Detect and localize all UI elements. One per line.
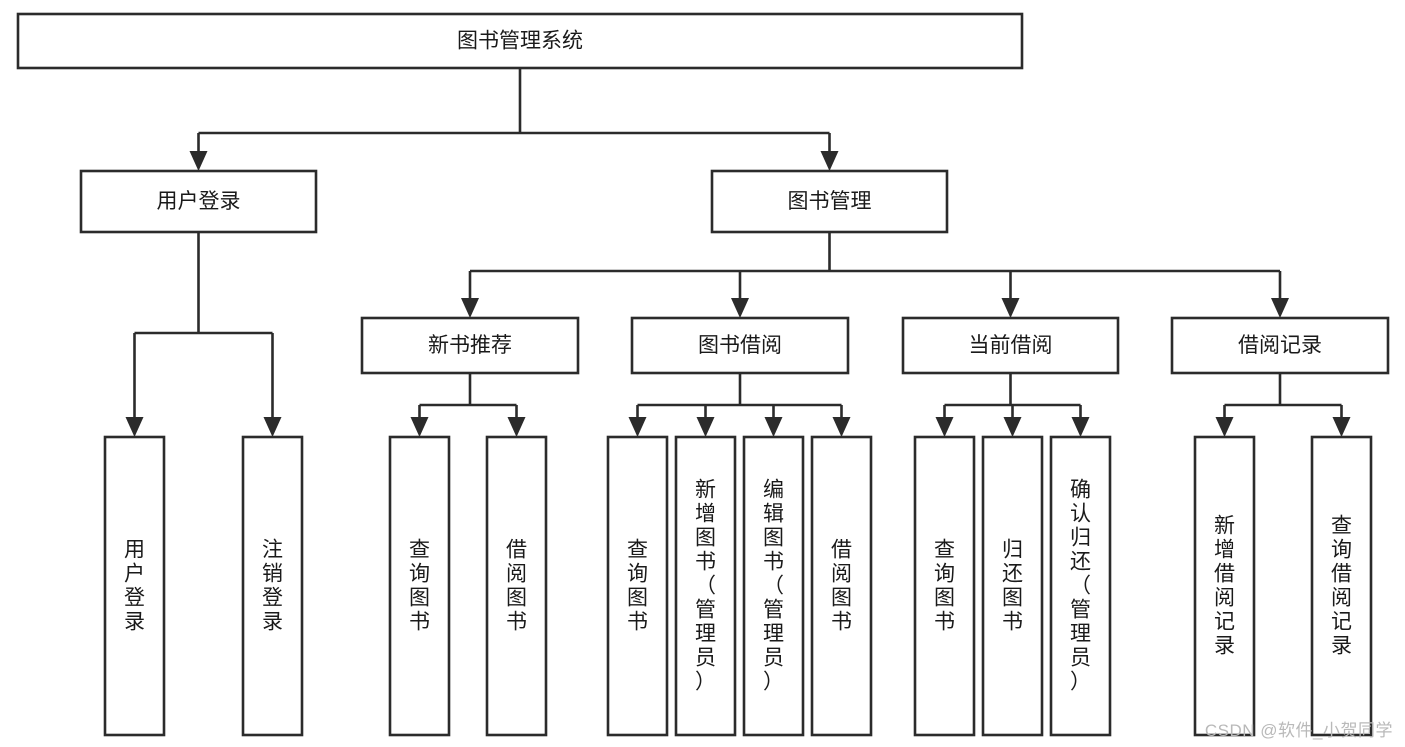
- node-leaf-1[interactable]: 注销登录: [241, 435, 304, 737]
- node-label: 借阅图书: [831, 539, 852, 634]
- node-leaf-9[interactable]: 归还图书: [981, 435, 1044, 737]
- arrow-head-icon: [461, 298, 479, 318]
- node-level2-1[interactable]: 图书管理: [710, 169, 949, 234]
- node-box: [241, 435, 304, 737]
- node-label: 查询图书: [409, 539, 430, 634]
- node-box: [16, 12, 1024, 70]
- node-leaf-4[interactable]: 查询图书: [606, 435, 669, 737]
- node-leaf-0[interactable]: 用户登录: [103, 435, 166, 737]
- node-label: 图书管理系统: [457, 30, 583, 53]
- node-box: [901, 316, 1120, 375]
- node-level3-1[interactable]: 图书借阅: [630, 316, 850, 375]
- node-label: 用户登录: [124, 539, 145, 634]
- node-leaf-3[interactable]: 借阅图书: [485, 435, 548, 737]
- arrow-head-icon: [1215, 417, 1234, 437]
- arrow-head-icon: [125, 417, 144, 437]
- node-box: [485, 435, 548, 737]
- arrow-head-icon: [696, 417, 715, 437]
- node-label: 注销登录: [262, 539, 283, 634]
- node-label: 借阅图书: [506, 539, 527, 634]
- node-box: [1193, 435, 1256, 737]
- node-box: [606, 435, 669, 737]
- node-leaf-8[interactable]: 查询图书: [913, 435, 976, 737]
- arrow-head-icon: [1071, 417, 1090, 437]
- node-root-0[interactable]: 图书管理系统: [16, 12, 1024, 70]
- node-box: [630, 316, 850, 375]
- node-label: 当前借阅: [969, 334, 1053, 357]
- node-label: 编辑图书（管理员）: [763, 479, 784, 694]
- node-box: [742, 435, 805, 737]
- node-label: 查询借阅记录: [1331, 515, 1352, 658]
- arrow-head-icon: [935, 417, 954, 437]
- node-label: 确认归还（管理员）: [1070, 479, 1091, 694]
- arrow-head-icon: [832, 417, 851, 437]
- arrow-head-icon: [1271, 298, 1289, 318]
- node-box: [674, 435, 737, 737]
- node-box: [710, 169, 949, 234]
- arrow-head-icon: [263, 417, 282, 437]
- node-box: [913, 435, 976, 737]
- node-leaf-12[interactable]: 查询借阅记录: [1310, 435, 1373, 737]
- node-leaf-5[interactable]: 新增图书（管理员）: [674, 435, 737, 737]
- node-box: [360, 316, 580, 375]
- node-label: 图书管理: [788, 190, 872, 213]
- node-label: 新书推荐: [428, 334, 512, 357]
- node-box: [981, 435, 1044, 737]
- node-box: [1170, 316, 1390, 375]
- node-label: 查询图书: [627, 539, 648, 634]
- arrow-head-icon: [189, 151, 208, 171]
- node-leaf-11[interactable]: 新增借阅记录: [1193, 435, 1256, 737]
- arrow-head-icon: [1001, 298, 1020, 318]
- node-leaf-10[interactable]: 确认归还（管理员）: [1049, 435, 1112, 737]
- node-leaf-7[interactable]: 借阅图书: [810, 435, 873, 737]
- arrow-head-icon: [628, 417, 647, 437]
- arrow-head-icon: [764, 417, 783, 437]
- node-leaf-6[interactable]: 编辑图书（管理员）: [742, 435, 805, 737]
- arrow-head-icon: [410, 417, 429, 437]
- node-box: [79, 169, 318, 234]
- connector-layer: [125, 68, 1351, 437]
- arrow-head-icon: [507, 417, 526, 437]
- node-leaf-2[interactable]: 查询图书: [388, 435, 451, 737]
- node-box: [810, 435, 873, 737]
- node-label: 用户登录: [157, 190, 241, 213]
- node-box: [1310, 435, 1373, 737]
- node-box: [103, 435, 166, 737]
- arrow-head-icon: [1332, 417, 1351, 437]
- node-label: 图书借阅: [698, 334, 782, 357]
- arrow-head-icon: [1003, 417, 1022, 437]
- node-level2-0[interactable]: 用户登录: [79, 169, 318, 234]
- node-label: 查询图书: [934, 539, 955, 634]
- node-label: 新增图书（管理员）: [695, 479, 716, 694]
- node-label: 归还图书: [1002, 539, 1023, 634]
- node-layer: 图书管理系统用户登录图书管理新书推荐图书借阅当前借阅借阅记录用户登录注销登录查询…: [16, 12, 1390, 737]
- node-label: 借阅记录: [1238, 334, 1322, 357]
- arrow-head-icon: [820, 151, 839, 171]
- arrow-head-icon: [731, 298, 749, 318]
- node-level3-2[interactable]: 当前借阅: [901, 316, 1120, 375]
- node-level3-3[interactable]: 借阅记录: [1170, 316, 1390, 375]
- node-label: 新增借阅记录: [1214, 515, 1235, 658]
- node-level3-0[interactable]: 新书推荐: [360, 316, 580, 375]
- node-box: [388, 435, 451, 737]
- node-box: [1049, 435, 1112, 737]
